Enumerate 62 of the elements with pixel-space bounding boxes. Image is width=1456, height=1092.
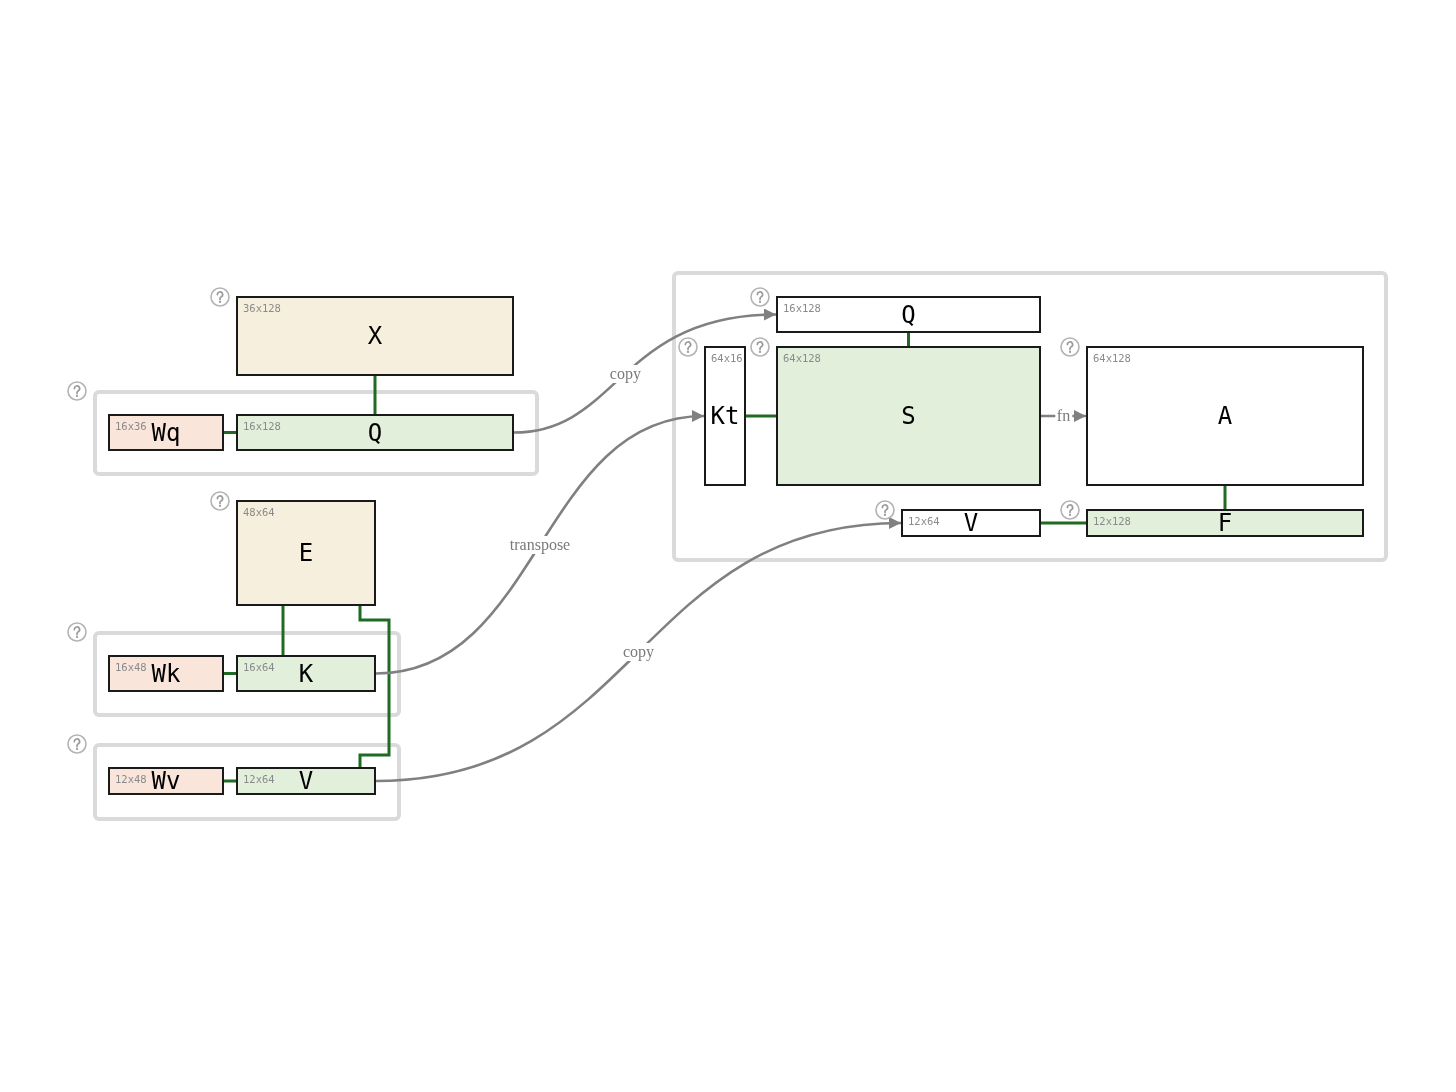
arrow xyxy=(375,411,705,675)
matrix-label: X xyxy=(367,323,383,349)
dimension-label: 16x128 xyxy=(783,302,821,315)
connector-line xyxy=(746,414,776,418)
matrix-label: E xyxy=(298,540,314,566)
arrow xyxy=(513,309,777,434)
matrix-label: Wk xyxy=(151,660,181,687)
matrix-box xyxy=(236,655,376,692)
dimension-label: 64x128 xyxy=(1093,352,1131,365)
matrix-box xyxy=(704,346,746,486)
matrix-label: Q xyxy=(901,301,916,328)
dimension-label: 16x128 xyxy=(243,420,281,433)
matrix-box xyxy=(108,655,224,692)
connector-line xyxy=(281,606,285,655)
group-frame xyxy=(672,271,1388,562)
dimension-label: 36x128 xyxy=(243,302,281,315)
matrix-label: F xyxy=(1217,510,1233,536)
edge-label: copy xyxy=(607,364,643,383)
matrix-box xyxy=(236,500,376,606)
connector-line xyxy=(358,606,391,767)
dimension-label: 12x64 xyxy=(243,773,275,786)
matrix-box xyxy=(776,296,1041,333)
matrix-box xyxy=(108,767,224,795)
group-frame xyxy=(93,743,401,821)
dimension-label: 12x128 xyxy=(1093,515,1131,528)
dimension-label: 16x36 xyxy=(115,420,147,433)
connector-line xyxy=(907,333,910,346)
matrix-box xyxy=(776,346,1041,486)
matrix-box xyxy=(901,509,1041,537)
matrix-box xyxy=(108,414,224,451)
matrix-box xyxy=(236,767,376,795)
dimension-label: 16x48 xyxy=(115,661,147,674)
matrix-label: K xyxy=(298,660,314,687)
matrix-label: Wv xyxy=(151,768,181,794)
dimension-label: 16x64 xyxy=(243,661,275,674)
connector-line xyxy=(224,431,236,434)
matrix-label: Q xyxy=(367,419,383,446)
dimension-label: 12x64 xyxy=(908,515,940,528)
connector-line xyxy=(224,779,236,783)
matrix-box xyxy=(1086,509,1364,537)
connector-line xyxy=(1223,486,1227,509)
matrix-label: S xyxy=(901,403,916,429)
group-frame xyxy=(93,631,401,717)
connector-line xyxy=(224,672,236,675)
matrix-label: V xyxy=(963,510,979,536)
matrix-box xyxy=(236,296,514,376)
matrix-label: A xyxy=(1217,403,1233,429)
connector-line xyxy=(1041,521,1086,525)
connector-line xyxy=(373,376,377,414)
matrix-label: Kt xyxy=(710,403,740,429)
matrix-box xyxy=(236,414,514,451)
matrix-label: V xyxy=(298,768,314,794)
matrix-box xyxy=(1086,346,1364,486)
group-frame xyxy=(93,390,539,476)
dimension-label: 48x64 xyxy=(243,506,275,519)
dimension-label: 12x48 xyxy=(115,773,147,786)
dimension-label: 64x16 xyxy=(711,352,743,365)
edge-label: copy xyxy=(620,643,657,661)
edge-label: transpose xyxy=(507,535,573,554)
matrix-label: Wq xyxy=(151,419,181,446)
dimension-label: 64x128 xyxy=(783,352,821,365)
arrow xyxy=(375,518,902,783)
